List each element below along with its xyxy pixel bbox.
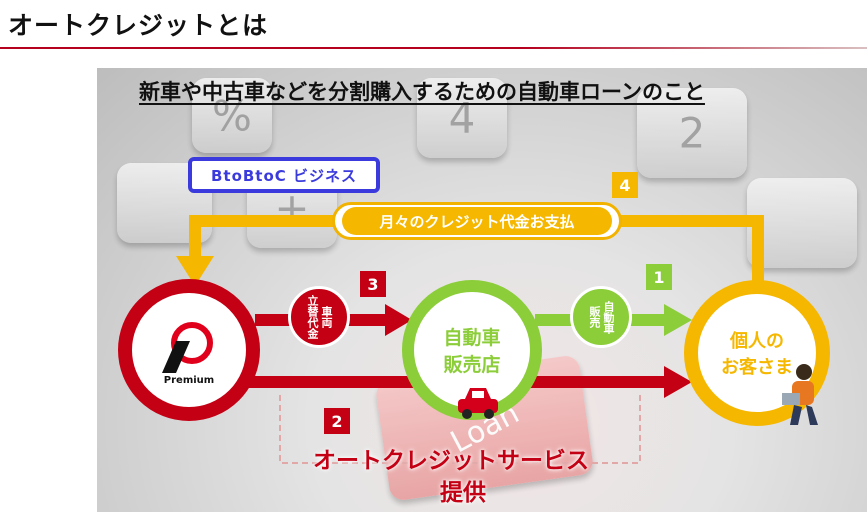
service-label-line2: 提供 <box>440 480 486 506</box>
dealer-label-line2: 販売店 <box>443 354 501 376</box>
step-3-badge: 3 <box>360 271 386 297</box>
car-sale-col2: 販売 <box>588 306 601 328</box>
advance-payment-col2: 立替代金 <box>306 295 319 339</box>
monthly-payment-label: 月々のクレジット代金お支払 <box>342 207 612 235</box>
btob-badge: BtoBtoC ビジネス <box>188 157 380 193</box>
service-flow-arrowhead <box>664 366 692 398</box>
advance-flow-arrowhead <box>385 304 412 336</box>
page-title: オートクレジットとは <box>8 11 269 40</box>
calc-key-2: 2 <box>637 88 747 178</box>
step-1-badge: 1 <box>646 264 672 290</box>
calc-key-blank-b <box>747 178 857 268</box>
calc-key-4: 4 <box>417 78 507 158</box>
premium-logo-icon <box>162 321 213 373</box>
calc-key-percent: % <box>192 78 272 153</box>
premium-circle: Premium <box>118 279 260 421</box>
step-2-badge: 2 <box>324 408 350 434</box>
customer-label-line2: お客さま <box>721 357 793 378</box>
person-icon <box>782 364 818 425</box>
service-frame <box>279 395 641 464</box>
advance-payment-col1: 車両 <box>320 306 333 328</box>
advance-payment-bubble: 車両 立替代金 <box>288 286 350 348</box>
car-sale-flow-arrowhead <box>664 304 692 336</box>
service-label-line1: オートクレジットサービス <box>313 448 589 474</box>
dealer-label-line1: 自動車 <box>443 327 501 349</box>
monthly-payment-pill: 月々のクレジット代金お支払 <box>332 202 622 240</box>
premium-label: Premium <box>163 374 215 386</box>
page-subtitle: 新車や中古車などを分割購入するための自動車ローンのこと <box>139 80 705 104</box>
car-icon <box>458 388 498 419</box>
payment-flow-arrowhead <box>176 256 214 286</box>
car-sale-bubble: 自動車 販売 <box>570 286 632 348</box>
step-4-badge: 4 <box>612 172 638 198</box>
customer-label-line1: 個人の <box>730 331 784 352</box>
car-sale-col1: 自動車 <box>602 300 615 334</box>
title-divider <box>0 47 867 49</box>
